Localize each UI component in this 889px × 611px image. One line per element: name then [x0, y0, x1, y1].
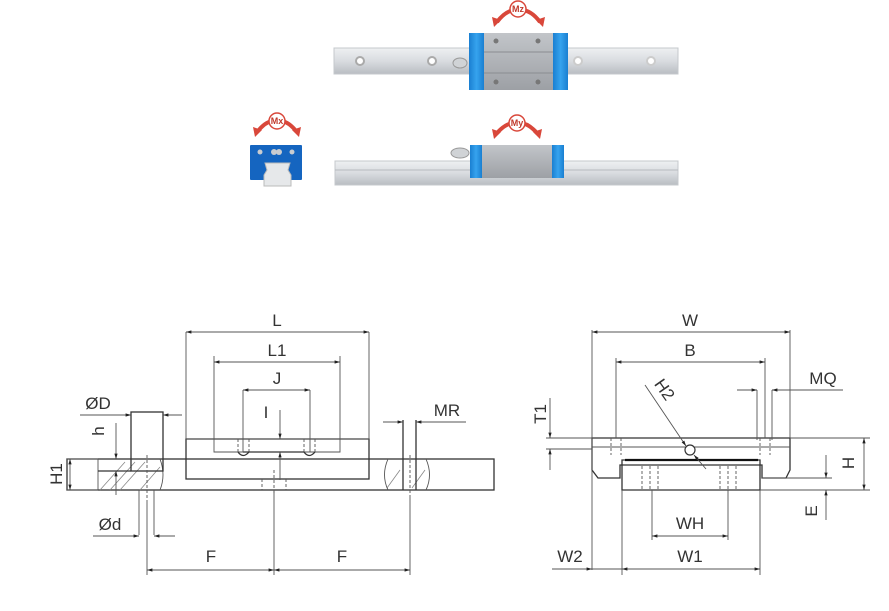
end-view-drawing: W B MQ H2 T1 H E WH: [531, 311, 870, 575]
block-end-cap-right: [552, 145, 564, 178]
moment-arrow-mx: Mx: [253, 112, 301, 137]
block-screw: [535, 79, 541, 85]
dim-label-h: H: [839, 457, 858, 469]
dim-label-mr: MR: [434, 401, 460, 420]
dim-label-h: h: [89, 426, 108, 435]
dim-label-l1: L1: [268, 341, 287, 360]
dim-label-od: ØD: [85, 394, 111, 413]
dim-label-b: B: [684, 341, 695, 360]
block-screw: [493, 38, 499, 44]
moment-arrow-my: My: [492, 114, 542, 139]
side-view-photo: My: [334, 114, 679, 186]
dim-label-w: W: [682, 311, 698, 330]
dim-label-wh: WH: [676, 514, 704, 533]
block-end-cap-left: [470, 145, 482, 178]
block-body: [482, 145, 552, 178]
dim-label-i: I: [264, 403, 269, 422]
end-view-photo: Mx: [250, 112, 302, 187]
rail-hole: [646, 56, 656, 66]
moment-arrow-mz: Mz: [492, 0, 545, 27]
rail-hole: [355, 56, 365, 66]
block-screw: [535, 38, 541, 44]
dim-label-w2: W2: [557, 547, 583, 566]
moment-label-mx: Mx: [271, 116, 284, 126]
grease-nipple: [452, 57, 468, 69]
dim-label-t1: T1: [531, 404, 550, 424]
dim-label-mq: MQ: [809, 369, 836, 388]
grease-nipple: [450, 147, 470, 159]
moment-label-my: My: [511, 118, 524, 128]
side-view-drawing: L L1 J I ØD h H1 Ød F F: [47, 311, 495, 575]
dim-label-w1: W1: [677, 547, 703, 566]
end-rail-profile: [263, 162, 292, 187]
rail-hole: [427, 56, 437, 66]
ball: [684, 444, 696, 456]
block-end-cap-left: [469, 33, 484, 90]
dim-label-f-right: F: [337, 547, 347, 566]
dim-label-l: L: [272, 311, 281, 330]
dim-label-j: J: [273, 369, 282, 388]
dim-label-e: E: [802, 505, 821, 516]
dim-label-f-left: F: [206, 547, 216, 566]
block-outline: [591, 437, 791, 479]
top-view-photo: Mz: [333, 0, 679, 90]
block-screw: [493, 79, 499, 85]
rail-outline: [66, 458, 495, 491]
dim-label-h1: H1: [47, 463, 66, 485]
block-end-cap-right: [553, 33, 568, 90]
rail-hole: [573, 56, 583, 66]
moment-label-mz: Mz: [512, 4, 524, 14]
dim-label-od-small: Ød: [99, 515, 122, 534]
